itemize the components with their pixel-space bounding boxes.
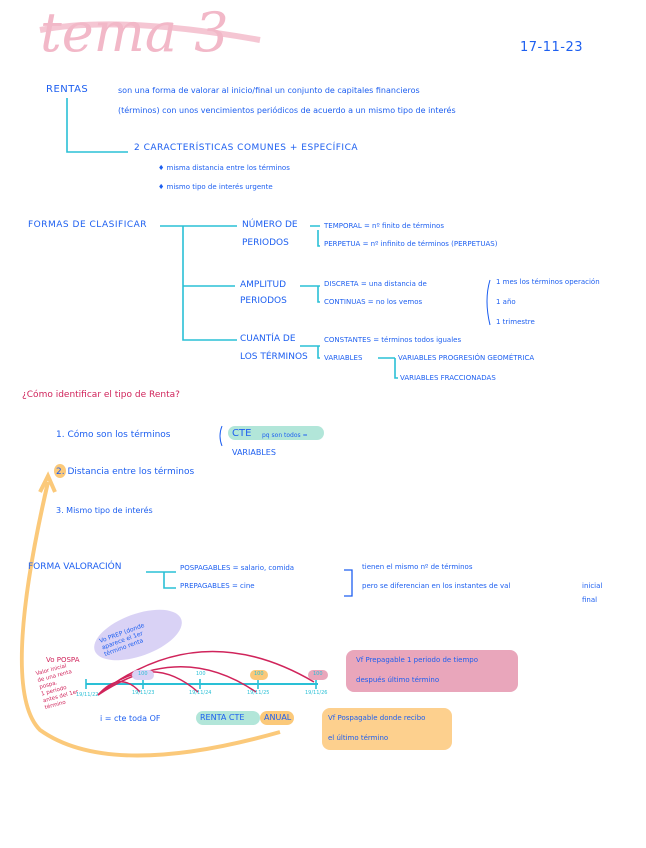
- timeline-date: 19/11/24: [189, 690, 212, 696]
- amount: 100: [313, 671, 323, 677]
- amplitud-label-2: PERIODOS: [240, 296, 287, 306]
- vf-pospagable-1: Vf Pospagable donde recibo: [328, 714, 426, 722]
- title-underline: [39, 21, 261, 43]
- bullet: ♦ mismo tipo de interés urgente: [158, 183, 273, 191]
- clasificar-heading: FORMAS DE CLASIFICAR: [28, 220, 148, 230]
- cuantia-label-2: LOS TÉRMINOS: [240, 352, 308, 362]
- pospagables: POSPAGABLES = salario, comida: [180, 564, 295, 572]
- option-ano: 1 año: [496, 298, 516, 306]
- amplitud-label: AMPLITUD: [240, 280, 287, 290]
- cuantia-label: CUANTÍA DE: [240, 334, 296, 344]
- i-note: i = cte toda OF: [100, 714, 161, 723]
- renta-cte: RENTA CTE: [200, 713, 245, 722]
- constantes: CONSTANTES = términos todos iguales: [324, 336, 462, 344]
- vf-pospagable-2: el último término: [328, 734, 389, 742]
- option-final: final: [582, 596, 598, 604]
- bullet-text: misma distancia entre los términos: [166, 164, 290, 172]
- bullet-text: mismo tipo de interés urgente: [166, 183, 273, 191]
- vf-prepagable-1: Vf Prepagable 1 periodo de tiempo: [356, 656, 478, 664]
- rentas-definition-1: son una forma de valorar al inicio/final…: [118, 86, 420, 95]
- identificar-question: ¿Cómo identificar el tipo de Renta?: [22, 390, 180, 400]
- valoracion-note-2: pero se diferencian en los instantes de …: [362, 582, 511, 590]
- option-trimestre: 1 trimestre: [496, 318, 535, 326]
- title: tema 3: [40, 1, 229, 64]
- variables-geometrica: VARIABLES PROGRESIÓN GEOMÉTRICA: [398, 354, 535, 362]
- cte-note: pq son todos =: [262, 432, 308, 439]
- amount: 100: [138, 671, 148, 677]
- identificar-item-2: 2. Distancia entre los términos: [56, 467, 195, 477]
- amount: 100: [196, 671, 206, 677]
- characteristics: 2 CARACTERÍSTICAS COMUNES + ESPECÍFICA: [134, 143, 359, 153]
- timeline-date: 19/11/26: [305, 690, 328, 696]
- variables-option: VARIABLES: [232, 448, 276, 457]
- prepagables: PREPAGABLES = cine: [180, 582, 255, 590]
- rentas-definition-2: (términos) con unos vencimientos periódi…: [118, 106, 456, 115]
- discreta: DISCRETA = una distancia de: [324, 280, 427, 288]
- continuas: CONTINUAS = no los vemos: [324, 298, 423, 306]
- bullet: ♦ misma distancia entre los términos: [158, 164, 290, 172]
- timeline-date: 19/11/22: [76, 692, 99, 698]
- timeline-date: 19/11/23: [132, 690, 155, 696]
- numero-label: NÚMERO DE: [242, 220, 298, 230]
- variables: VARIABLES: [324, 354, 363, 362]
- cte: CTE: [232, 428, 252, 439]
- rentas-heading: RENTAS: [46, 84, 89, 95]
- numero-label-2: PERIODOS: [242, 238, 289, 248]
- amount: 100: [254, 671, 264, 677]
- identificar-item-1: 1. Cómo son los términos: [56, 430, 171, 440]
- date: 17-11-23: [520, 40, 584, 55]
- temporal: TEMPORAL = nº finito de términos: [324, 222, 444, 230]
- identificar-item-3: 3. Mismo tipo de interés: [56, 506, 153, 515]
- variables-fraccionadas: VARIABLES FRACCIONADAS: [400, 374, 496, 382]
- option-inicial: inicial: [582, 582, 603, 590]
- option-mes: 1 mes los términos operación: [496, 278, 600, 286]
- orange-arrow: [19, 481, 281, 758]
- anual: ANUAL: [264, 713, 292, 722]
- vf-prepagable-2: después último término: [356, 676, 440, 684]
- valoracion-heading: FORMA VALORACIÓN: [28, 562, 122, 572]
- vo-pospa: Vo POSPA: [46, 656, 80, 664]
- valoracion-note-1: tienen el mismo nº de términos: [362, 563, 473, 571]
- perpetua: PERPETUA = nº infinito de términos (PERP…: [324, 240, 498, 248]
- timeline-date: 19/11/25: [247, 690, 270, 696]
